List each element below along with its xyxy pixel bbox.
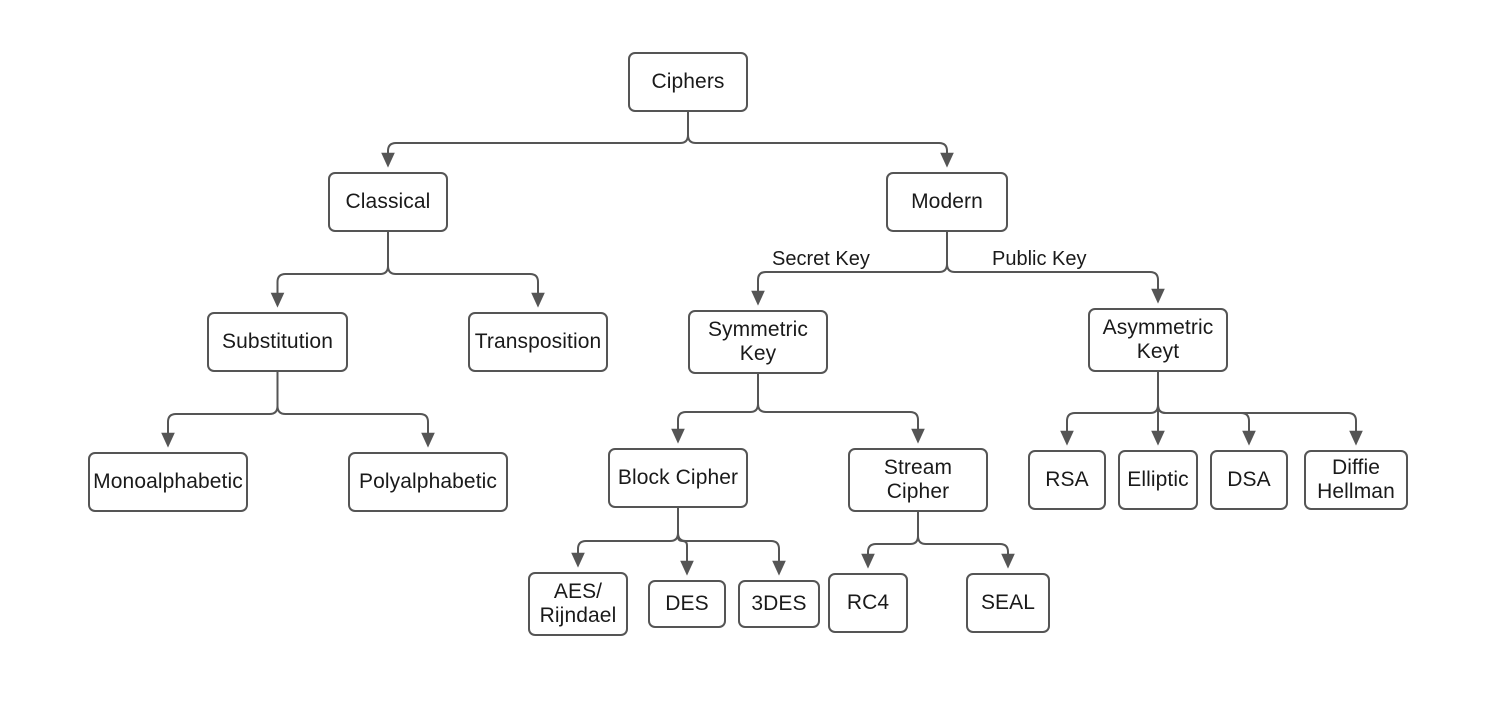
node-substitution[interactable]: Substitution [207, 312, 348, 372]
node-stream-cipher[interactable]: Stream Cipher [848, 448, 988, 512]
node-des[interactable]: DES [648, 580, 726, 628]
edge-label-public-key: Public Key [992, 248, 1087, 270]
node-polyalphabetic[interactable]: Polyalphabetic [348, 452, 508, 512]
node-rsa[interactable]: RSA [1028, 450, 1106, 510]
node-symmetric-key[interactable]: Symmetric Key [688, 310, 828, 374]
node-diffie-hellman[interactable]: Diffie Hellman [1304, 450, 1408, 510]
node-transposition[interactable]: Transposition [468, 312, 608, 372]
node-ciphers[interactable]: Ciphers [628, 52, 748, 112]
edge-label-secret-key: Secret Key [772, 248, 870, 270]
node-3des[interactable]: 3DES [738, 580, 820, 628]
node-modern[interactable]: Modern [886, 172, 1008, 232]
node-classical[interactable]: Classical [328, 172, 448, 232]
node-elliptic[interactable]: Elliptic [1118, 450, 1198, 510]
node-block-cipher[interactable]: Block Cipher [608, 448, 748, 508]
node-dsa[interactable]: DSA [1210, 450, 1288, 510]
node-asymmetric-key[interactable]: Asymmetric Keyt [1088, 308, 1228, 372]
node-monoalphabetic[interactable]: Monoalphabetic [88, 452, 248, 512]
node-aes-rijndael[interactable]: AES/ Rijndael [528, 572, 628, 636]
node-rc4[interactable]: RC4 [828, 573, 908, 633]
node-seal[interactable]: SEAL [966, 573, 1050, 633]
